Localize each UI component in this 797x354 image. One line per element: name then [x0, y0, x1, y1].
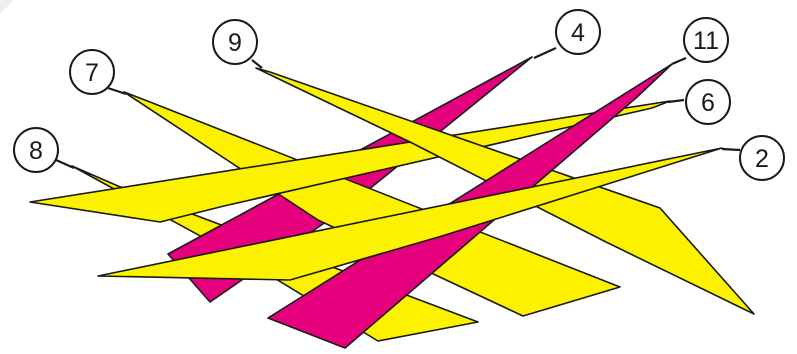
badge-9: 9	[213, 20, 257, 64]
leader-4	[534, 48, 556, 58]
leader-8	[56, 160, 74, 168]
badge-4: 4	[556, 10, 600, 54]
leader-2	[722, 149, 740, 150]
leader-11	[672, 58, 686, 64]
badge-11: 11	[684, 18, 728, 62]
badge-9-label: 9	[228, 29, 242, 57]
badge-8: 8	[14, 128, 58, 172]
badge-6-label: 6	[701, 89, 715, 117]
corner-tab	[0, 0, 14, 14]
leader-9	[252, 60, 262, 68]
badge-8-label: 8	[29, 137, 43, 165]
badge-2: 2	[740, 136, 784, 180]
badge-11-label: 11	[693, 27, 719, 55]
badge-4-label: 4	[571, 19, 585, 47]
badge-2-label: 2	[755, 145, 769, 173]
leader-6	[668, 100, 684, 102]
badge-7-label: 7	[85, 59, 99, 87]
badge-7: 7	[70, 50, 114, 94]
leader-7	[108, 88, 126, 94]
badge-6: 6	[686, 80, 730, 124]
